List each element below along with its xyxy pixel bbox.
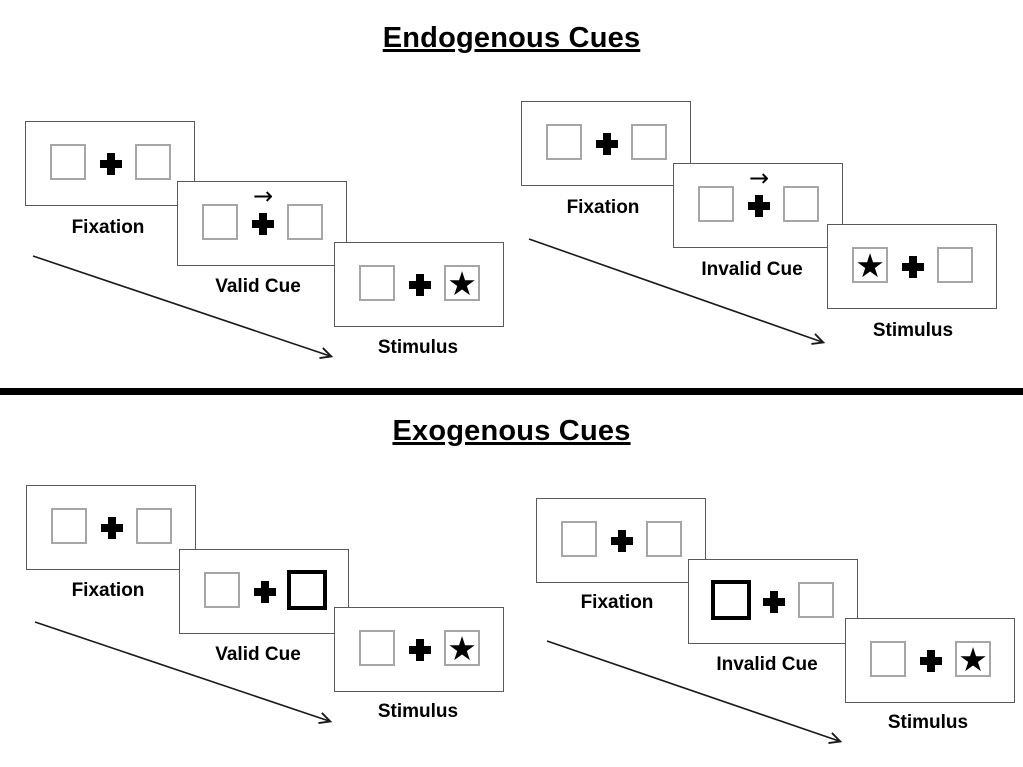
left-cue-highlight-box	[711, 580, 751, 620]
fixation-cross-icon	[596, 133, 618, 155]
endogenous-invalid-trial-sequence: → ★ Fixation Invalid Cue Stimulus	[521, 101, 1006, 366]
star-icon: ★	[958, 639, 988, 679]
fixation-label: Fixation	[71, 580, 145, 601]
left-target-box: ★	[852, 247, 888, 283]
fixation-cross-icon	[902, 256, 924, 278]
right-placeholder-box	[631, 124, 667, 160]
fixation-panel	[536, 498, 706, 583]
stimulus-panel: ★	[845, 618, 1015, 703]
exogenous-valid-trial-sequence: ★ Fixation Valid Cue Stimulus	[26, 485, 511, 750]
fixation-panel	[521, 101, 691, 186]
valid-cue-panel	[179, 549, 349, 634]
section-divider	[0, 388, 1023, 395]
cue-label: Invalid Cue	[701, 259, 803, 280]
left-placeholder-box	[546, 124, 582, 160]
left-placeholder-box	[51, 508, 87, 544]
fixation-cross-icon	[763, 591, 785, 613]
stimulus-panel: ★	[334, 242, 504, 327]
endogenous-valid-trial-sequence: → ★ Fixation Valid Cue Stimulus	[25, 121, 510, 386]
left-placeholder-box	[202, 204, 238, 240]
right-cue-highlight-box	[287, 570, 327, 610]
exogenous-section-title: Exogenous Cues	[392, 415, 631, 447]
fixation-cross-icon	[252, 213, 274, 235]
right-placeholder-box	[136, 508, 172, 544]
valid-cue-panel: →	[177, 181, 347, 266]
right-target-box: ★	[444, 265, 480, 301]
fixation-cross-icon	[409, 274, 431, 296]
stimulus-label: Stimulus	[377, 337, 459, 358]
cue-label: Valid Cue	[215, 276, 301, 297]
fixation-panel	[25, 121, 195, 206]
endogenous-section-title: Endogenous Cues	[382, 22, 641, 54]
left-placeholder-box	[359, 265, 395, 301]
invalid-cue-panel: →	[673, 163, 843, 248]
left-placeholder-box	[870, 641, 906, 677]
fixation-cross-icon	[254, 581, 276, 603]
cue-arrow-icon: →	[252, 182, 274, 210]
left-placeholder-box	[204, 572, 240, 608]
right-placeholder-box	[287, 204, 323, 240]
exogenous-invalid-trial-sequence: ★ Fixation Invalid Cue Stimulus	[536, 498, 1021, 763]
right-placeholder-box	[783, 186, 819, 222]
stimulus-panel: ★	[334, 607, 504, 692]
stimulus-label: Stimulus	[872, 320, 954, 341]
star-icon: ★	[447, 628, 477, 668]
right-target-box: ★	[955, 641, 991, 677]
fixation-cross-icon	[101, 517, 123, 539]
cue-label: Valid Cue	[215, 644, 301, 665]
right-placeholder-box	[798, 582, 834, 618]
fixation-cross-icon	[748, 195, 770, 217]
cue-arrow-icon: →	[748, 164, 770, 192]
left-placeholder-box	[359, 630, 395, 666]
stimulus-label: Stimulus	[377, 701, 459, 722]
fixation-label: Fixation	[566, 197, 640, 218]
left-placeholder-box	[561, 521, 597, 557]
fixation-cross-icon	[409, 639, 431, 661]
fixation-cross-icon	[611, 530, 633, 552]
fixation-label: Fixation	[71, 217, 145, 238]
fixation-label: Fixation	[580, 592, 654, 613]
star-icon: ★	[447, 263, 477, 303]
cue-label: Invalid Cue	[716, 654, 818, 675]
stimulus-panel: ★	[827, 224, 997, 309]
star-icon: ★	[855, 245, 885, 285]
fixation-cross-icon	[100, 153, 122, 175]
stimulus-label: Stimulus	[887, 712, 969, 733]
left-placeholder-box	[50, 144, 86, 180]
right-placeholder-box	[135, 144, 171, 180]
fixation-panel	[26, 485, 196, 570]
right-target-box: ★	[444, 630, 480, 666]
fixation-cross-icon	[920, 650, 942, 672]
right-placeholder-box	[937, 247, 973, 283]
right-placeholder-box	[646, 521, 682, 557]
invalid-cue-panel	[688, 559, 858, 644]
left-placeholder-box	[698, 186, 734, 222]
